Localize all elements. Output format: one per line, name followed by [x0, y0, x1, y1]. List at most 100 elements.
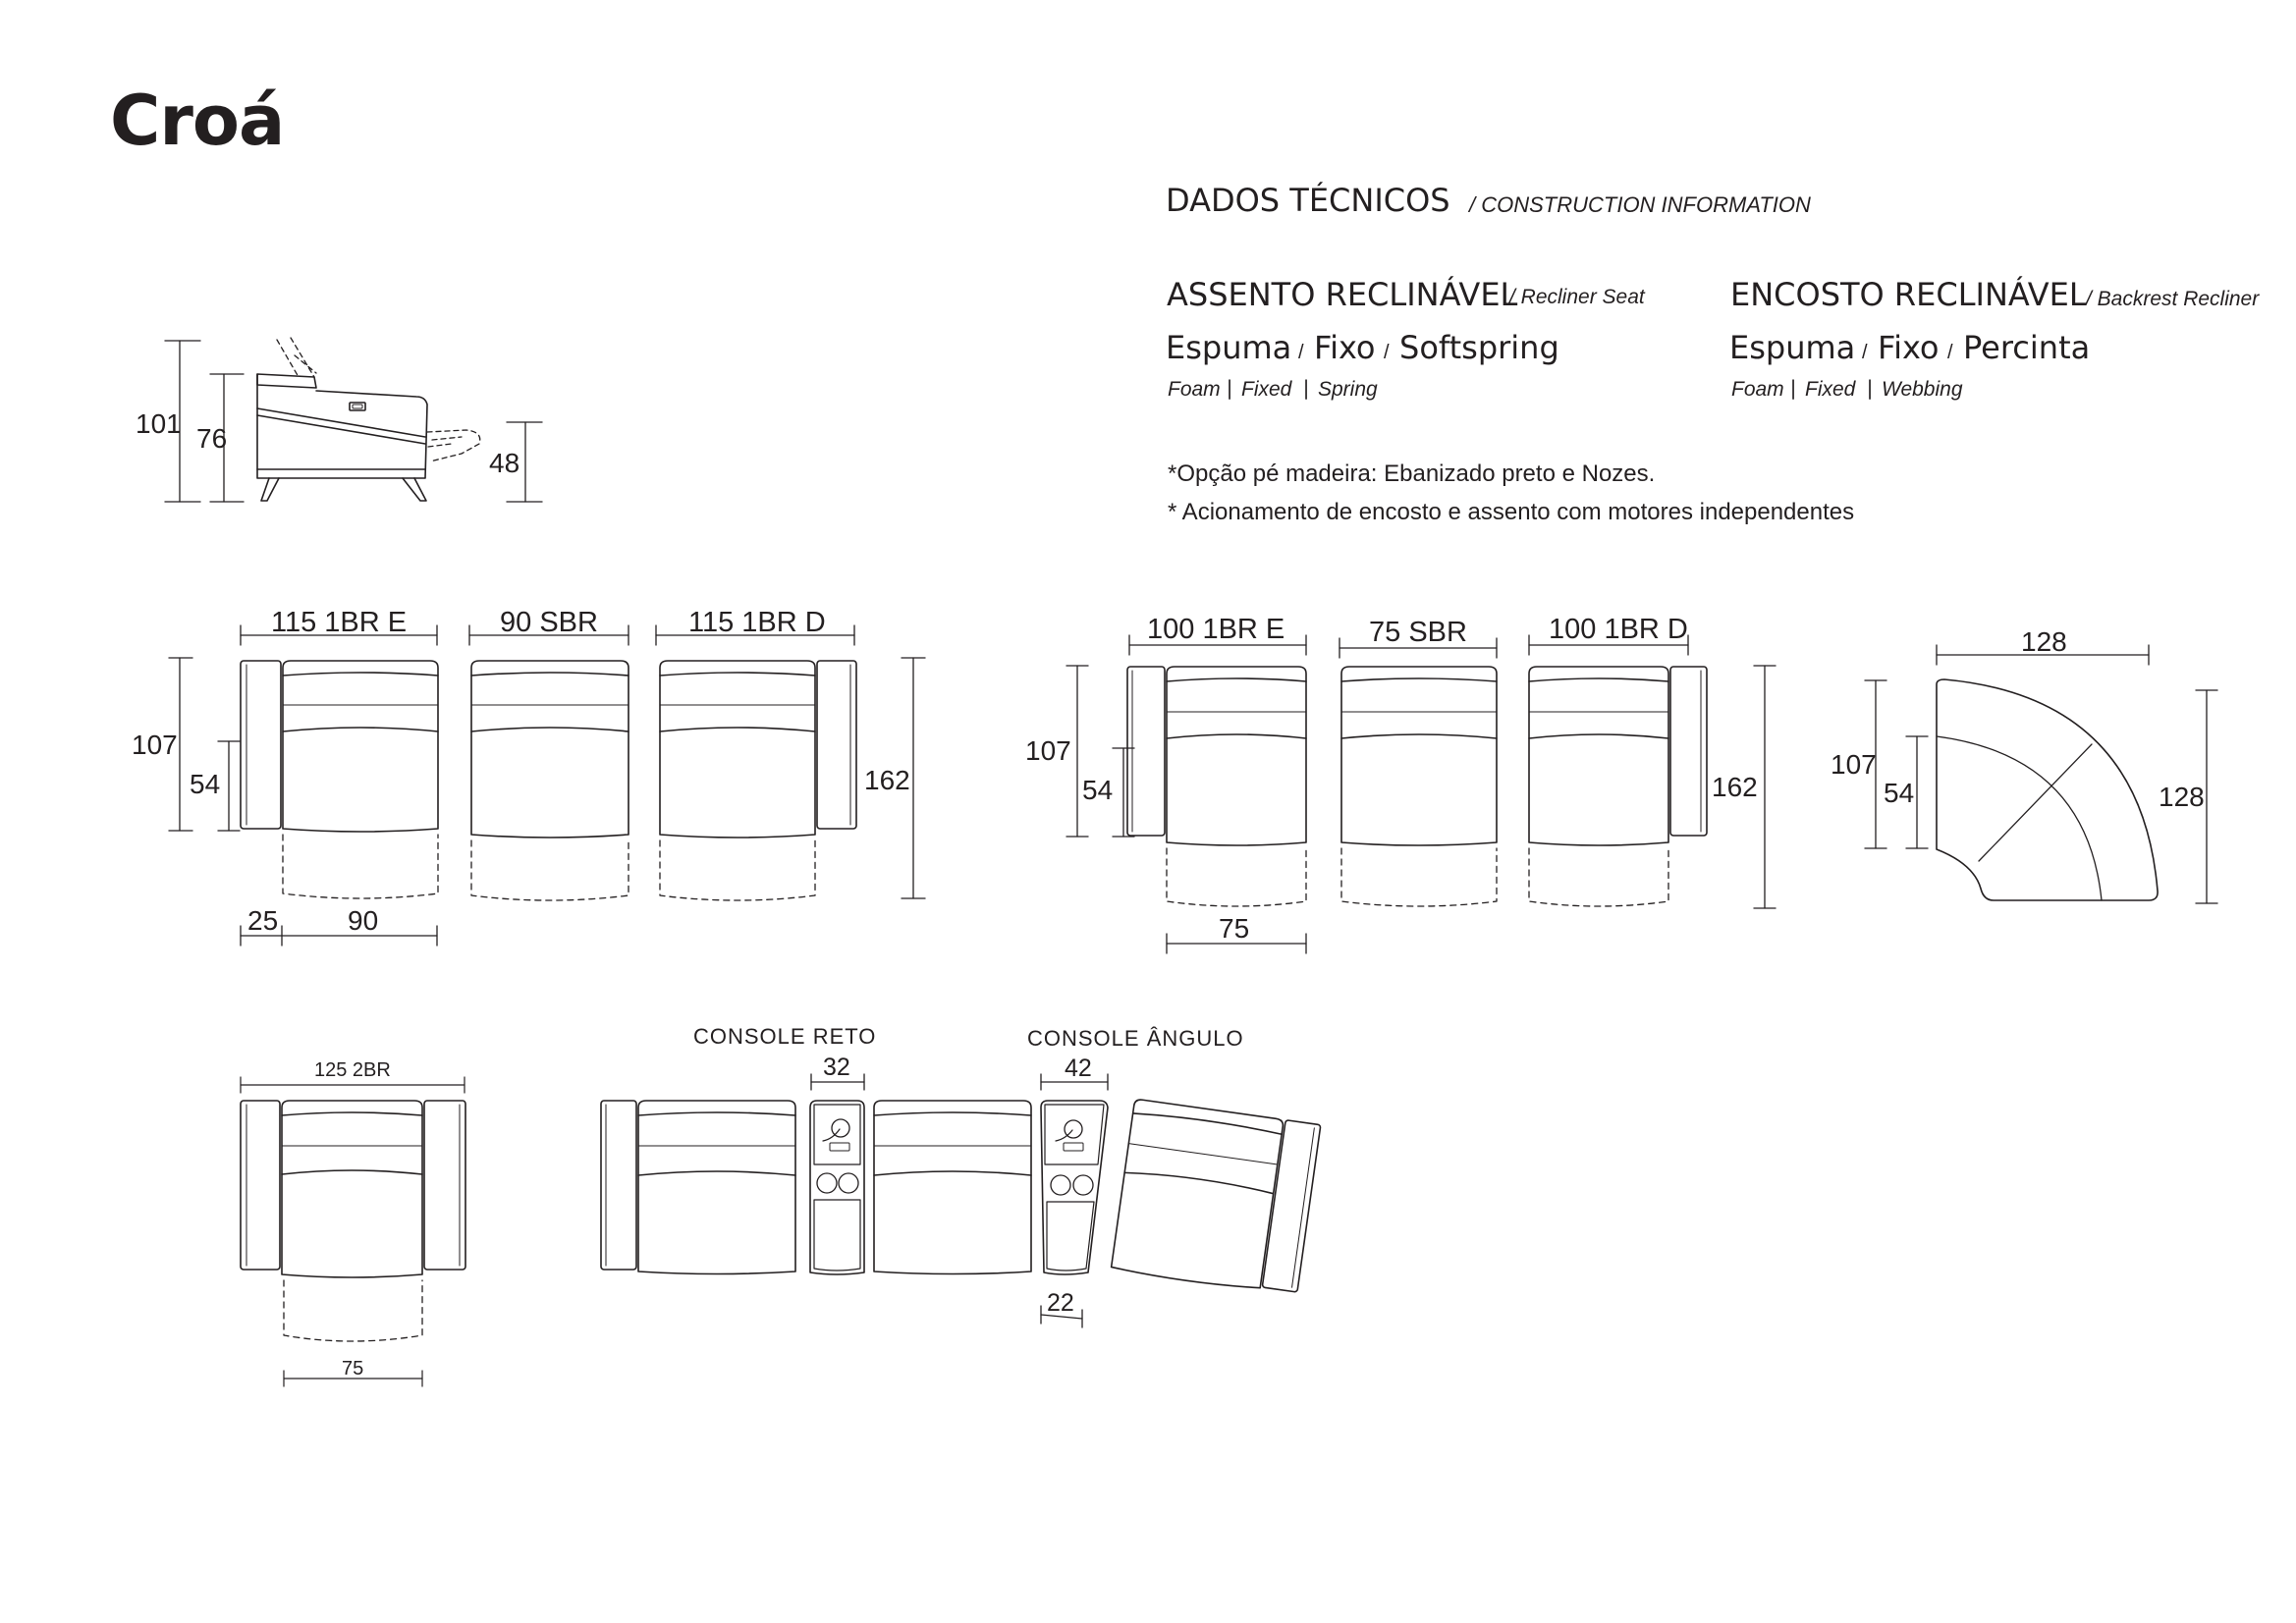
- seat-material-en-foam: Foam: [1168, 378, 1221, 401]
- console-angle-label: CONSOLE ÂNGULO: [1027, 1026, 1244, 1051]
- dim-line-a-162: [901, 657, 926, 899]
- dim-lines-corner-left: [1864, 679, 1929, 849]
- seat-heading: ASSENTO RECLINÁVEL: [1167, 276, 1518, 313]
- backrest-material-en-foam: Foam: [1731, 378, 1784, 401]
- dim-label: 107: [1831, 749, 1877, 780]
- module-set-b: [1066, 634, 1777, 954]
- backrest-subheading: / Backrest Recliner: [2086, 288, 2260, 310]
- backrest-material-en-fixed: Fixed: [1805, 378, 1856, 401]
- backrest-material-webbing: Percinta: [1963, 329, 2091, 366]
- seat-left: [637, 1100, 796, 1275]
- dim-label: 32: [823, 1054, 850, 1081]
- dim-label: 162: [1712, 772, 1758, 802]
- sofa-legs: [260, 477, 427, 502]
- backrest-separator-en: |: [1790, 377, 1796, 400]
- seat-module-sbr: [1340, 666, 1498, 907]
- seat-material-en-spring: Spring: [1318, 378, 1378, 401]
- note-wood-foot: *Opção pé madeira: Ebanizado preto e Noz…: [1168, 460, 1656, 487]
- console-straight-label: CONSOLE RETO: [693, 1024, 876, 1049]
- console-angle: [1040, 1100, 1109, 1275]
- single-2br-module: [240, 1076, 466, 1387]
- backrest-material-foam: Espuma: [1729, 329, 1856, 366]
- seat-separator-en: |: [1303, 377, 1309, 400]
- dim-label: 54: [1082, 775, 1113, 805]
- dim-lines-b-top: [1128, 634, 1689, 659]
- dim-line-console-straight: [810, 1073, 865, 1091]
- module-set-a: [168, 624, 926, 947]
- seat-material-fixed: Fixo: [1314, 329, 1376, 366]
- backrest-heading: ENCOSTO RECLINÁVEL: [1730, 276, 2087, 313]
- dim-label: 128: [2021, 626, 2067, 657]
- seat-module-1br-e: [282, 660, 439, 899]
- armrest-right: [1669, 666, 1708, 837]
- backrest-separator: /: [1862, 342, 1868, 363]
- seat-material-en-fixed: Fixed: [1241, 378, 1292, 401]
- module-label: 100 1BR D: [1549, 614, 1688, 645]
- seat-module-sbr: [470, 660, 629, 901]
- module-label: 90 SBR: [500, 607, 598, 638]
- armrest-right: [1261, 1119, 1322, 1293]
- dim-line-corner-top: [1936, 644, 2150, 666]
- dim-line-76: [209, 373, 245, 503]
- dim-lines-a-bottom: [240, 925, 438, 947]
- dim-lines-b-left: [1066, 665, 1135, 838]
- dim-line-b-162: [1753, 665, 1777, 909]
- seat-material-foam: Espuma: [1166, 329, 1292, 366]
- seat-material-spring: Softspring: [1399, 329, 1559, 366]
- dim-label: 90: [348, 905, 378, 936]
- tech-data-heading: DADOS TÉCNICOS: [1166, 182, 1450, 219]
- backrest-separator: /: [1947, 342, 1953, 363]
- dim-label: 22: [1047, 1289, 1074, 1317]
- module-label: 125 2BR: [314, 1059, 391, 1081]
- dim-label: 101: [136, 408, 182, 439]
- seat-separator-en: |: [1227, 377, 1232, 400]
- module-label: 100 1BR E: [1147, 614, 1285, 645]
- dim-label: 75: [1219, 913, 1249, 944]
- seat-separator: /: [1298, 342, 1304, 363]
- dim-lines-a-top: [240, 624, 855, 646]
- dim-line-console-angle: [1040, 1073, 1109, 1091]
- sofa-side-body: [256, 373, 428, 479]
- seat-angled: [1110, 1099, 1322, 1293]
- dim-line-console-angle-bottom: [1040, 1305, 1083, 1328]
- armrest-left: [600, 1100, 637, 1271]
- seat-module-1br-d: [659, 660, 816, 901]
- console-straight: [809, 1100, 865, 1275]
- dim-label: 107: [132, 730, 178, 760]
- dim-label: 25: [247, 905, 278, 936]
- backrest-material-fixed: Fixo: [1878, 329, 1940, 366]
- dim-line-2br-bottom: [283, 1370, 423, 1387]
- armrest-left: [240, 660, 282, 830]
- seat-module-1br-e: [1166, 666, 1307, 907]
- dim-line-2br-top: [240, 1076, 465, 1094]
- dim-label: 54: [1884, 778, 1914, 808]
- armrest-right: [423, 1100, 466, 1271]
- product-title: Croá: [110, 81, 285, 161]
- console-composition: [600, 1073, 1322, 1328]
- note-motors: * Acionamento de encosto e assento com m…: [1168, 499, 1855, 525]
- side-view: [164, 337, 543, 503]
- seat-2br: [281, 1100, 423, 1342]
- seat-separator: /: [1384, 342, 1390, 363]
- dim-label: 48: [489, 448, 519, 478]
- corner-seat: [1936, 678, 2159, 901]
- dim-label: 107: [1025, 735, 1071, 766]
- reclined-backrest-outline: [276, 337, 317, 378]
- dim-label: 75: [342, 1358, 363, 1380]
- dim-label: 76: [196, 423, 227, 454]
- backrest-separator-en: |: [1867, 377, 1873, 400]
- seat-module-1br-d: [1528, 666, 1669, 907]
- dim-label: 42: [1065, 1055, 1092, 1082]
- module-label: 115 1BR D: [688, 607, 826, 638]
- dim-line-48: [506, 421, 543, 503]
- armrest-left: [1126, 666, 1166, 837]
- dim-label: 162: [864, 765, 910, 795]
- dim-label: 128: [2159, 782, 2205, 812]
- armrest-right: [816, 660, 857, 830]
- corner-module: [1864, 644, 2218, 904]
- tech-data-subheading: / CONSTRUCTION INFORMATION: [1469, 192, 1811, 217]
- seat-subheading: / Recliner Seat: [1509, 286, 1645, 308]
- dim-line-corner-right: [2195, 689, 2218, 904]
- dim-line-b-75: [1166, 933, 1307, 954]
